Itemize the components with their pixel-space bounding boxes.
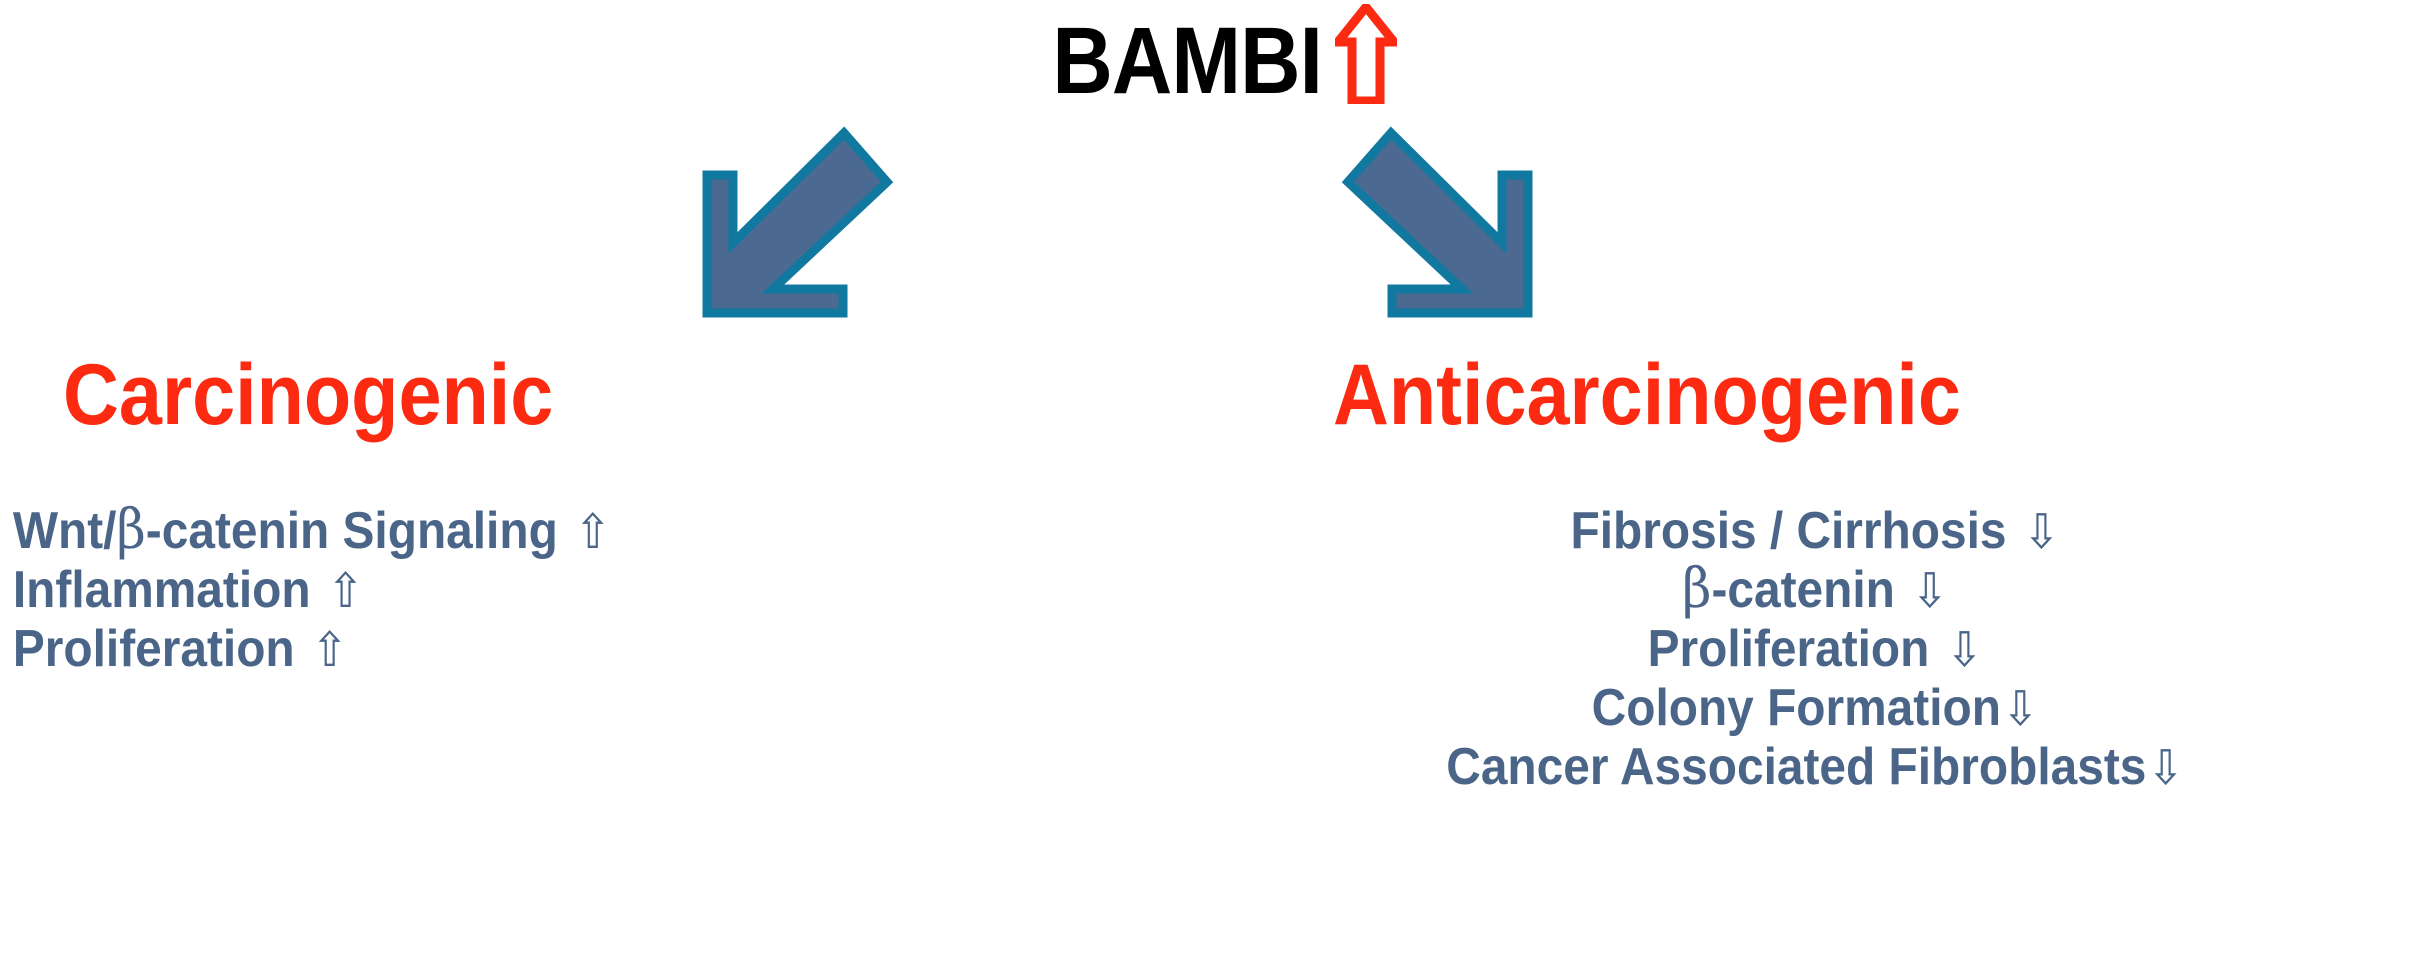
up-arrow-outline-icon xyxy=(1328,0,1404,106)
item-text: -catenin Signaling xyxy=(145,502,558,560)
item-text: -catenin xyxy=(1711,561,1895,620)
beta-symbol: β xyxy=(116,497,146,561)
item-text: Colony Formation xyxy=(1591,679,2001,738)
list-carcinogenic-effects: Wnt/β-catenin Signaling⇧ Inflammation⇧ P… xyxy=(0,500,1215,677)
item-prefix: Wnt/ xyxy=(12,502,117,560)
down-arrow-icon: ⇩ xyxy=(2147,741,2185,797)
list-item: β-catenin ⇩ xyxy=(1265,559,2383,618)
column-carcinogenic: Carcinogenic Wnt/β-catenin Signaling⇧ In… xyxy=(0,352,1215,677)
item-text: Fibrosis / Cirrhosis xyxy=(1570,502,2007,560)
list-item: Colony Formation⇩ xyxy=(1265,677,2383,736)
arrow-down-right xyxy=(1340,125,1540,325)
up-arrow-icon: ⇧ xyxy=(574,505,612,560)
list-item: Wnt/β-catenin Signaling ⇧ xyxy=(0,500,1118,559)
list-item: Fibrosis / Cirrhosis ⇩ xyxy=(1265,500,2383,559)
list-item: Cancer Associated Fibroblasts⇩ xyxy=(1265,736,2383,795)
item-text: Proliferation xyxy=(12,620,295,679)
down-arrow-icon: ⇩ xyxy=(1911,564,1949,620)
list-anticarcinogenic-effects: Fibrosis / Cirrhosis⇩ β-catenin⇩ Prolife… xyxy=(1216,500,2431,796)
down-arrow-icon: ⇩ xyxy=(2023,505,2060,560)
item-text: Cancer Associated Fibroblasts xyxy=(1446,738,2147,797)
diagram-title: BAMBI xyxy=(0,0,2431,118)
up-arrow-icon: ⇧ xyxy=(327,564,365,620)
item-text: Inflammation xyxy=(12,561,311,620)
down-arrow-icon: ⇩ xyxy=(2001,682,2039,738)
down-arrow-icon: ⇩ xyxy=(1945,623,1983,679)
list-item: Proliferation ⇩ xyxy=(1265,618,2383,677)
column-anticarcinogenic: Anticarcinogenic Fibrosis / Cirrhosis⇩ β… xyxy=(1216,352,2431,796)
list-item: Proliferation ⇧ xyxy=(0,618,1118,677)
heading-anticarcinogenic: Anticarcinogenic xyxy=(1333,347,1961,443)
page-title: BAMBI xyxy=(1052,7,1323,114)
item-text: Proliferation xyxy=(1647,620,1930,679)
heading-carcinogenic: Carcinogenic xyxy=(63,347,554,443)
list-item: Inflammation ⇧ xyxy=(0,559,1118,618)
beta-symbol: β xyxy=(1682,556,1712,621)
arrow-down-left xyxy=(695,125,895,325)
up-arrow-icon: ⇧ xyxy=(311,623,349,679)
